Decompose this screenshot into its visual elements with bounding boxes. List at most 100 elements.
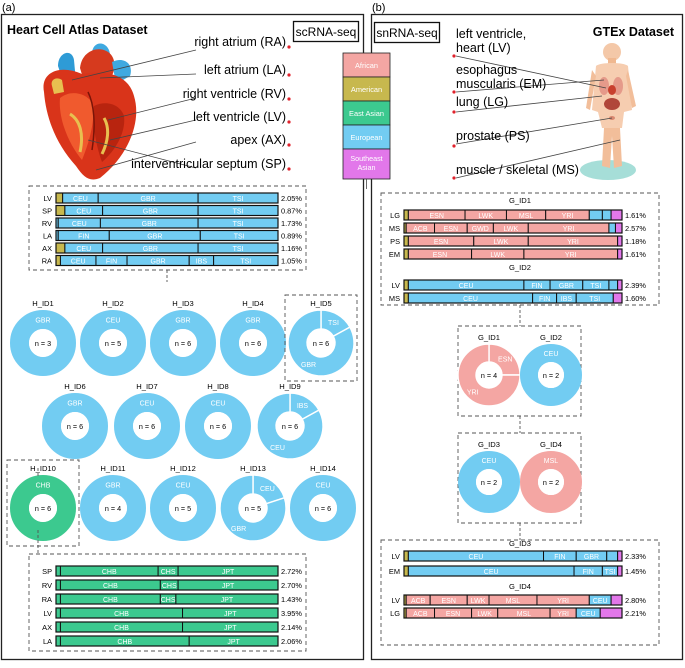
label-line: heart (LV) <box>456 41 511 55</box>
legend-swatch <box>342 52 391 78</box>
bar-segment <box>614 222 623 234</box>
pie-slice <box>520 451 582 513</box>
pie-slice <box>42 393 108 459</box>
segment-label: CEU <box>469 554 484 561</box>
legend-label: East Asian <box>349 109 384 118</box>
segment-label: CEU <box>73 196 88 203</box>
segment-label: GBR <box>147 233 162 240</box>
label-dot <box>452 54 456 58</box>
bar-outline <box>55 204 279 217</box>
segment-label: MSL <box>519 213 534 220</box>
label-dot <box>452 90 456 94</box>
bar-tissue-label: LA <box>43 637 52 646</box>
legend-label: American <box>351 85 382 94</box>
segment-label: CHS <box>162 583 177 590</box>
segment-label: GBR <box>143 246 158 253</box>
segment-label: TSI <box>233 196 244 203</box>
bar-segment <box>403 279 409 291</box>
bar-segment <box>55 255 61 266</box>
bar-tissue-label: LV <box>392 552 401 561</box>
bar-outline <box>55 621 279 633</box>
donut-hole <box>169 494 197 522</box>
segment-label: ESN <box>434 239 448 246</box>
segment-label: LWK <box>471 598 486 605</box>
bar-percent: 1.60% <box>625 294 646 303</box>
donor-n-label: n = 2 <box>543 371 559 380</box>
bar-percent: 0.87% <box>281 207 302 216</box>
slice-label: MSL <box>544 458 559 465</box>
bar-tissue-label: LA <box>43 232 52 241</box>
bar-segment <box>588 209 603 221</box>
donor-n-label: n = 6 <box>313 339 329 348</box>
bar-segment <box>617 565 623 577</box>
segment-label: FIN <box>531 283 542 290</box>
bar-tissue-label: RV <box>42 219 52 228</box>
bar-percent: 3.95% <box>281 609 302 618</box>
segment-label: CHB <box>117 639 132 646</box>
legend-swatch <box>342 76 391 102</box>
bar-segment <box>55 579 61 591</box>
bar-tissue-label: RV <box>42 581 52 590</box>
pie-slice <box>10 475 76 541</box>
donut-hole <box>239 329 267 357</box>
panel-b-method-box <box>373 21 441 44</box>
segment-label: CEU <box>459 283 474 290</box>
segment-label: JPT <box>222 569 235 576</box>
segment-label: YRI <box>567 239 579 246</box>
donor-n-label: n = 4 <box>105 504 121 513</box>
segment-label: FIN <box>539 296 550 303</box>
donut-hole <box>476 469 502 495</box>
bar-tissue-label: RA <box>42 595 52 604</box>
panel-a-tag: (a) <box>2 2 15 14</box>
heart-tissue-label: left atrium (LA) <box>204 63 286 77</box>
slice-label: CEU <box>211 401 226 408</box>
bar-segment <box>608 222 616 234</box>
legend-swatch <box>342 100 391 126</box>
bar-segment <box>612 292 623 304</box>
label-dot <box>287 167 291 171</box>
slice-label: GBR <box>175 318 190 325</box>
pie-slice <box>520 344 582 406</box>
bar-segment <box>617 235 623 247</box>
bar-segment <box>403 565 409 577</box>
heart-tissue-labels: right atrium (RA)left atrium (LA)right v… <box>131 35 291 171</box>
segment-label: GBR <box>141 196 156 203</box>
donor-id-label: H_ID13 <box>240 464 266 473</box>
segment-label: TSI <box>233 208 244 215</box>
bar-percent: 2.72% <box>281 567 302 576</box>
bar-percent: 1.73% <box>281 219 302 228</box>
bar-tissue-label: AX <box>42 623 52 632</box>
bar-outline <box>403 550 623 562</box>
panel-a-method-box <box>292 20 360 43</box>
segment-label: FIN <box>583 569 594 576</box>
bar-percent: 2.80% <box>625 596 646 605</box>
bar-percent: 1.18% <box>625 237 646 246</box>
donor-id-label: H_ID12 <box>170 464 196 473</box>
segment-label: TSI <box>234 233 245 240</box>
bar-outline <box>55 229 279 242</box>
label-dot <box>452 144 456 148</box>
segment-label: FIN <box>554 554 565 561</box>
donor-n-label: n = 5 <box>245 504 261 513</box>
slice-label: CEU <box>140 401 155 408</box>
donor-id-label: G_ID2 <box>540 333 562 342</box>
bar-tissue-label: EM <box>389 250 400 259</box>
segment-label: FIN <box>106 258 117 265</box>
pie-slice <box>10 310 76 376</box>
bar-tissue-label: LV <box>44 194 53 203</box>
bar-segment <box>55 192 64 204</box>
segment-label: ESN <box>446 611 460 618</box>
bar-percent: 2.57% <box>625 224 646 233</box>
bar-segment <box>55 635 61 647</box>
body-illustration <box>580 43 636 180</box>
bar-percent: 2.06% <box>281 637 302 646</box>
bar-percent: 1.05% <box>281 257 302 266</box>
donut-hole <box>538 362 564 388</box>
segment-label: YRI <box>565 252 577 259</box>
bar-outline <box>55 579 279 591</box>
bar-percent: 1.61% <box>625 211 646 220</box>
bar-segment <box>55 621 61 633</box>
